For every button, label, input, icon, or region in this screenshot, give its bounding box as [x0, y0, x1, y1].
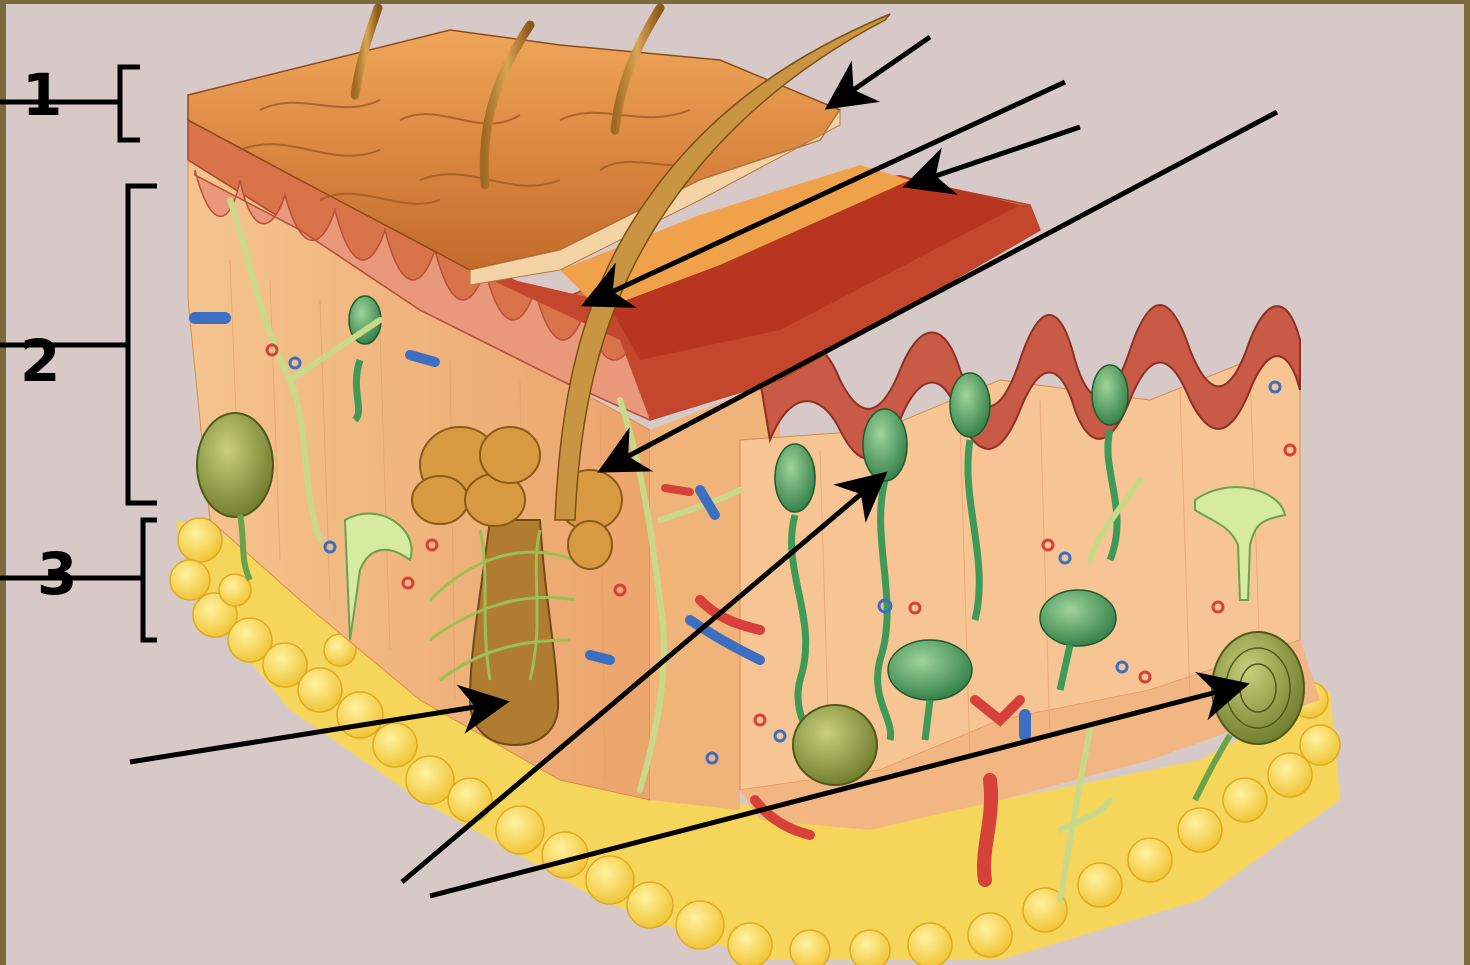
- pacinian-corpuscle-1: [197, 413, 273, 517]
- bracket-layer-2: [128, 186, 157, 503]
- layer-label-3: 3: [37, 545, 77, 603]
- bracket-layer-1: [120, 67, 140, 140]
- arrow-to-stratum-corneum: [833, 37, 930, 104]
- layer-label-2: 2: [20, 332, 60, 390]
- ruffini-ending-1: [888, 640, 972, 700]
- bracket-layer-3: [143, 520, 157, 640]
- pacinian-corpuscle-2: [793, 705, 877, 785]
- layer-label-1: 1: [22, 66, 62, 124]
- arrow-to-granular-layer: [912, 127, 1080, 184]
- ruffini-ending-2: [1040, 590, 1116, 646]
